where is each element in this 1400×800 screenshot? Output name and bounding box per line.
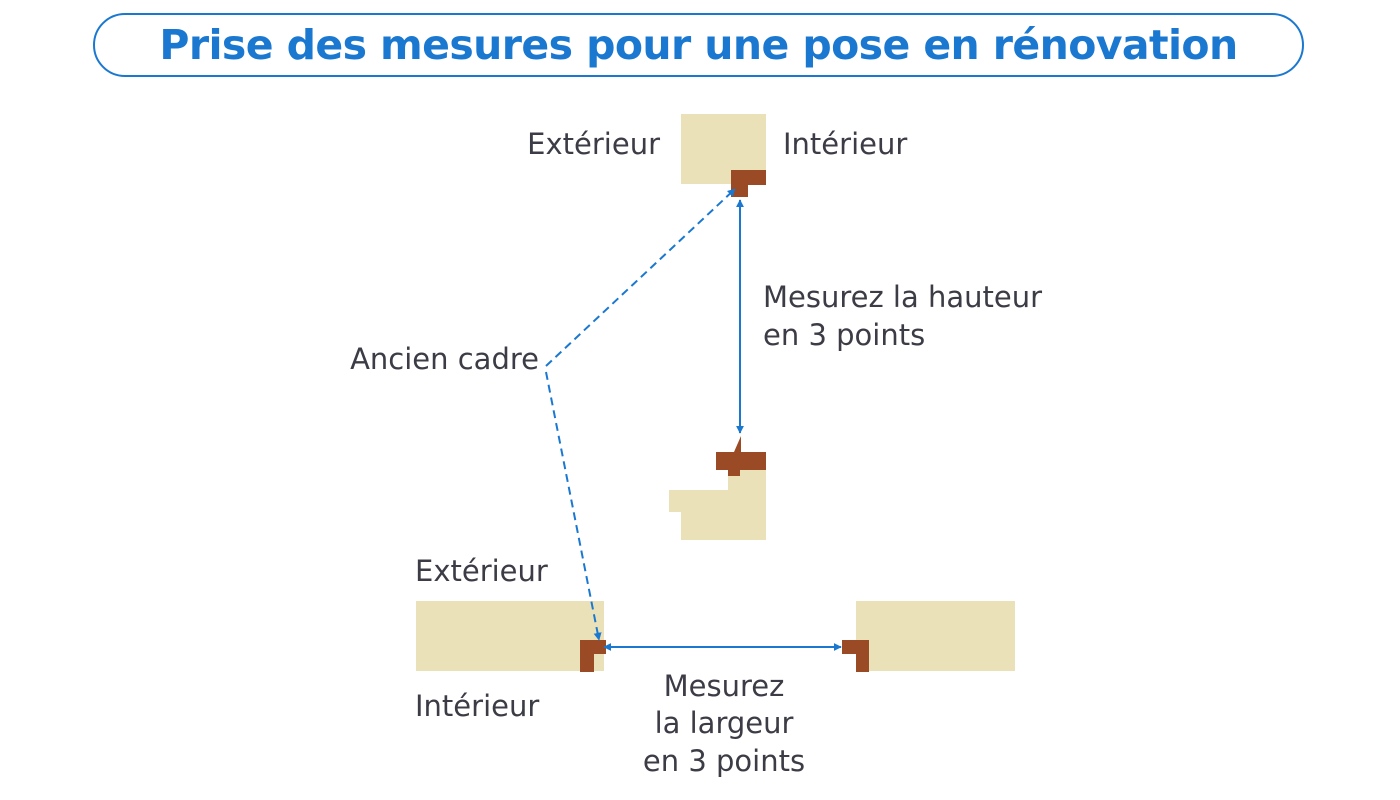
old-frame-pointer-bottom [545,371,602,641]
page-title: Prise des mesures pour une pose en rénov… [159,21,1238,69]
left-old-frame [580,640,606,672]
height-instruction-line1: Mesurez la hauteur [763,280,1042,314]
height-instruction-line2: en 3 points [763,318,925,352]
width-instruction-line3: en 3 points [643,744,805,778]
bottom-interior-label: Intérieur [415,689,539,723]
bottom-exterior-label: Extérieur [415,554,548,588]
right-wall-section [856,601,1015,671]
left-wall-section [416,601,604,671]
right-old-frame [842,640,869,672]
old-frame-label: Ancien cadre [350,342,539,376]
width-instruction-line1: Mesurez [664,669,785,703]
top-interior-label: Intérieur [783,127,907,161]
width-instruction-line2: la largeur [655,706,794,740]
top-old-frame [731,170,766,197]
sill-wall-section [669,470,766,540]
top-exterior-label: Extérieur [527,127,660,161]
sill-old-frame [716,436,766,476]
old-frame-pointer-top [545,188,736,367]
title-banner: Prise des mesures pour une pose en rénov… [93,13,1304,77]
